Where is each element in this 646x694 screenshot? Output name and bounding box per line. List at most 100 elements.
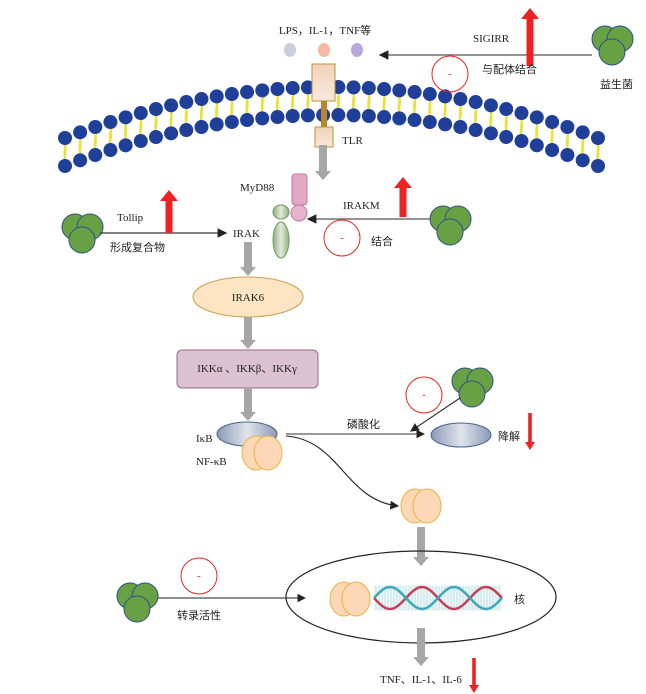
nucleus-to-cytokines-arrow — [413, 628, 429, 666]
lipid-head — [575, 153, 590, 168]
lipid-head — [285, 109, 300, 124]
lipid-head — [560, 148, 575, 163]
probiotic-icon — [116, 582, 159, 623]
lipid-head — [88, 120, 103, 135]
minus-sign: - — [340, 232, 344, 244]
lipid-head — [224, 115, 239, 130]
lipid-head — [392, 83, 407, 98]
lipid-head — [346, 80, 361, 95]
lipid-head — [58, 131, 72, 145]
form-complex-label: 形成复合物 — [110, 240, 165, 254]
nfkb-release-arrow — [285, 435, 400, 510]
probiotic-icon — [591, 25, 634, 66]
lipid-head — [73, 153, 88, 168]
probiotic-label: 益生菌 — [600, 77, 633, 91]
lipid-head — [361, 81, 376, 96]
lipid-head — [438, 117, 453, 132]
minus-sign: - — [422, 389, 426, 401]
lipid-head — [422, 87, 437, 102]
lipid-head — [377, 82, 392, 97]
lipid-head — [164, 126, 179, 141]
lipid-head — [545, 115, 560, 130]
tlr-label: TLR — [342, 135, 363, 147]
tollip-label: Tollip — [117, 212, 144, 224]
lipid-head — [346, 108, 361, 123]
lipid-head — [194, 92, 209, 107]
lipid-head — [560, 120, 575, 135]
lipid-head — [300, 108, 315, 123]
lipid-head — [133, 134, 148, 149]
minus-sign: - — [197, 570, 201, 582]
binding-inhibition-icon: - — [323, 219, 361, 257]
myd88-protein — [291, 173, 308, 206]
lipid-head — [270, 110, 285, 125]
degradation-down-arrow-icon — [525, 413, 535, 450]
lipid-head — [514, 106, 529, 121]
lipid-head — [591, 159, 605, 173]
lipid-head — [73, 125, 88, 140]
lipid-head — [58, 159, 72, 173]
phosphorylation-label: 磷酸化 — [347, 417, 380, 431]
lipid-head — [194, 120, 209, 135]
lipid-head — [133, 106, 148, 121]
tlr-receptor — [311, 63, 336, 148]
nfkb-node — [241, 435, 283, 471]
ligand-lps — [284, 43, 296, 57]
degraded-ikb-node — [430, 422, 492, 448]
irakm-label: IRAKM — [343, 200, 380, 212]
tollip-up-arrow-icon — [160, 190, 178, 233]
lipid-head — [103, 115, 118, 130]
lipid-head — [453, 92, 468, 107]
lipid-head — [499, 102, 514, 117]
degradation-label: 降解 — [498, 429, 520, 443]
lipid-head — [407, 113, 422, 128]
lipid-head — [422, 115, 437, 130]
lipid-head — [483, 98, 498, 113]
lipid-head — [209, 89, 224, 104]
cytokines-down-arrow-icon — [469, 658, 479, 693]
lipid-head — [514, 134, 529, 149]
lipid-head — [240, 113, 255, 128]
irakm-up-arrow-icon — [394, 177, 412, 217]
nfkb-to-nucleus-arrow — [413, 527, 429, 566]
probiotic-icon — [429, 205, 472, 246]
lipid-head — [285, 81, 300, 96]
lipid-head — [361, 109, 376, 124]
cell-membrane — [58, 80, 605, 173]
lipid-head — [209, 117, 224, 132]
ikk-to-ikb-arrow — [240, 388, 256, 421]
lipid-head — [529, 138, 544, 153]
lipid-head — [453, 120, 468, 135]
lipid-head — [377, 110, 392, 125]
sigirr-label: SIGIRR — [473, 33, 510, 45]
irak6-label: IRAK6 — [232, 292, 265, 304]
transcription-activity-label: 转录活性 — [177, 608, 221, 622]
lipid-head — [88, 148, 103, 163]
lipid-head — [407, 85, 422, 100]
irak-body — [272, 221, 290, 259]
tlr-to-myd88-arrow — [315, 145, 331, 180]
lipid-head — [103, 143, 118, 158]
lipid-head — [118, 110, 133, 125]
ligands-label: LPS，IL-1，TNF等 — [279, 23, 371, 37]
ikk-label: IKKα 、IKKβ、IKKγ — [197, 363, 297, 375]
lipid-head — [392, 111, 407, 126]
lipid-head — [255, 83, 270, 98]
sigirr-up-arrow-icon — [521, 8, 539, 66]
nfkb-label: NF-κB — [196, 456, 227, 468]
lipid-head — [468, 123, 483, 138]
lipid-head — [270, 82, 285, 97]
lipid-head — [591, 131, 605, 145]
lipid-head — [499, 130, 514, 145]
cytokines-label: TNF、IL-1、IL-6 — [380, 674, 462, 686]
transcription-inhibition-icon: - — [180, 557, 218, 595]
nucleus-label: 核 — [514, 592, 525, 606]
binding-label: 结合 — [371, 234, 393, 248]
minus-sign: - — [448, 68, 452, 80]
lipid-head — [468, 95, 483, 110]
lipid-head — [331, 108, 346, 123]
lipid-head — [148, 102, 163, 117]
lipid-head — [529, 110, 544, 125]
probiotic-icon — [61, 213, 104, 254]
